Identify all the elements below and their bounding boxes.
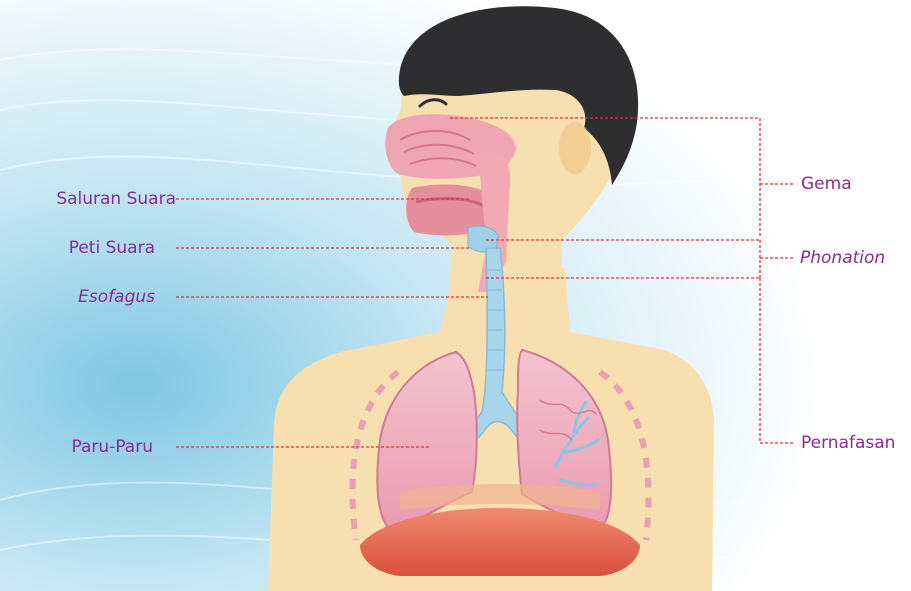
label-paru-paru: Paru-Paru <box>0 437 153 457</box>
ear <box>559 122 591 174</box>
label-saluran-suara: Saluran Suara <box>0 189 176 209</box>
label-peti-suara: Peti Suara <box>0 238 155 258</box>
label-esofagus: Esofagus <box>0 287 155 307</box>
label-gema: Gema <box>801 174 852 194</box>
label-phonation: Phonation <box>800 248 885 268</box>
label-pernafasan: Pernafasan <box>801 433 895 453</box>
